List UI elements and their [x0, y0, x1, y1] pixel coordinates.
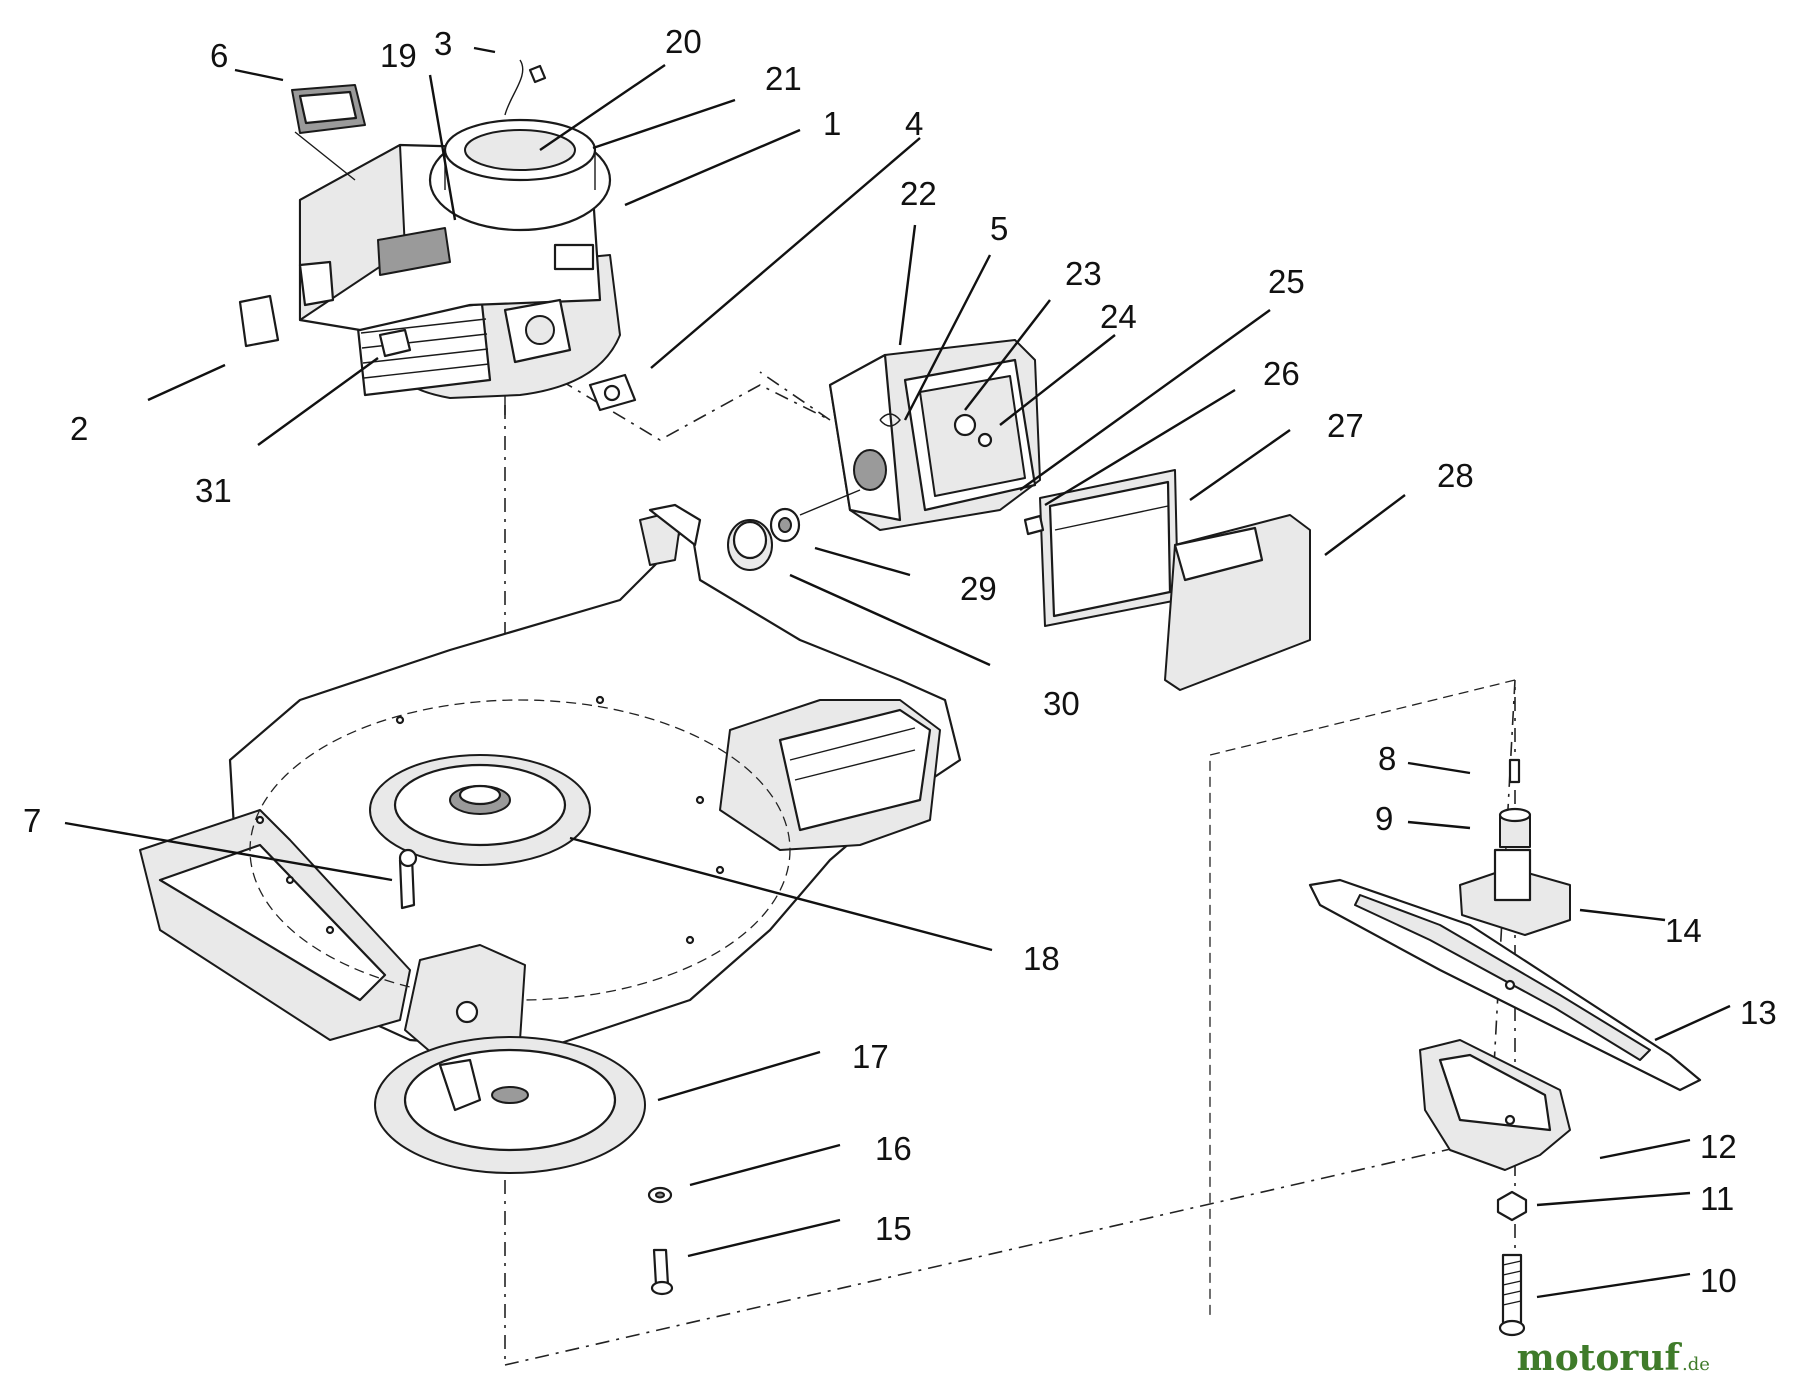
base-plate: [374, 1036, 674, 1296]
deck-bolt-holes: [255, 695, 725, 945]
callout-23: 23: [1065, 255, 1102, 292]
callout-labels: 6 3 19 20 21 1 4 22 5 23 24 25 26 27 28 …: [23, 23, 1777, 1299]
engine-assembly: [238, 59, 637, 415]
air-cleaner-assembly: [727, 339, 1311, 691]
blade-adapter-pulley: [369, 754, 591, 910]
callout-24: 24: [1100, 298, 1137, 335]
callout-28: 28: [1437, 457, 1474, 494]
watermark-logo: motoruf .de: [1517, 1337, 1710, 1379]
callout-7: 7: [23, 802, 41, 839]
callout-15: 15: [875, 1210, 912, 1247]
callout-26: 26: [1263, 355, 1300, 392]
leader-lines: [64, 46, 1731, 1299]
callout-22: 22: [900, 175, 937, 212]
callout-12: 12: [1700, 1128, 1737, 1165]
callout-19: 19: [380, 37, 417, 74]
callout-29: 29: [960, 570, 997, 607]
watermark-brand: motoruf: [1517, 1337, 1683, 1379]
callout-9: 9: [1375, 800, 1393, 837]
callout-10: 10: [1700, 1262, 1737, 1299]
callout-31: 31: [195, 472, 232, 509]
callout-5: 5: [990, 210, 1008, 247]
callout-2: 2: [70, 410, 88, 447]
callout-18: 18: [1023, 940, 1060, 977]
callout-3: 3: [434, 25, 452, 62]
callout-16: 16: [875, 1130, 912, 1167]
watermark-suffix: .de: [1682, 1354, 1710, 1375]
callout-6: 6: [210, 37, 228, 74]
callout-21: 21: [765, 60, 802, 97]
callout-13: 13: [1740, 994, 1777, 1031]
mower-deck: [139, 503, 962, 1061]
callout-1: 1: [823, 105, 841, 142]
callout-8: 8: [1378, 740, 1396, 777]
blade-hardware: [1308, 758, 1702, 1337]
callout-30: 30: [1043, 685, 1080, 722]
callout-25: 25: [1268, 263, 1305, 300]
callout-11: 11: [1700, 1180, 1734, 1217]
callout-14: 14: [1665, 912, 1702, 949]
callout-27: 27: [1327, 407, 1364, 444]
callout-20: 20: [665, 23, 702, 60]
callout-17: 17: [852, 1038, 889, 1075]
callout-4: 4: [905, 105, 923, 142]
